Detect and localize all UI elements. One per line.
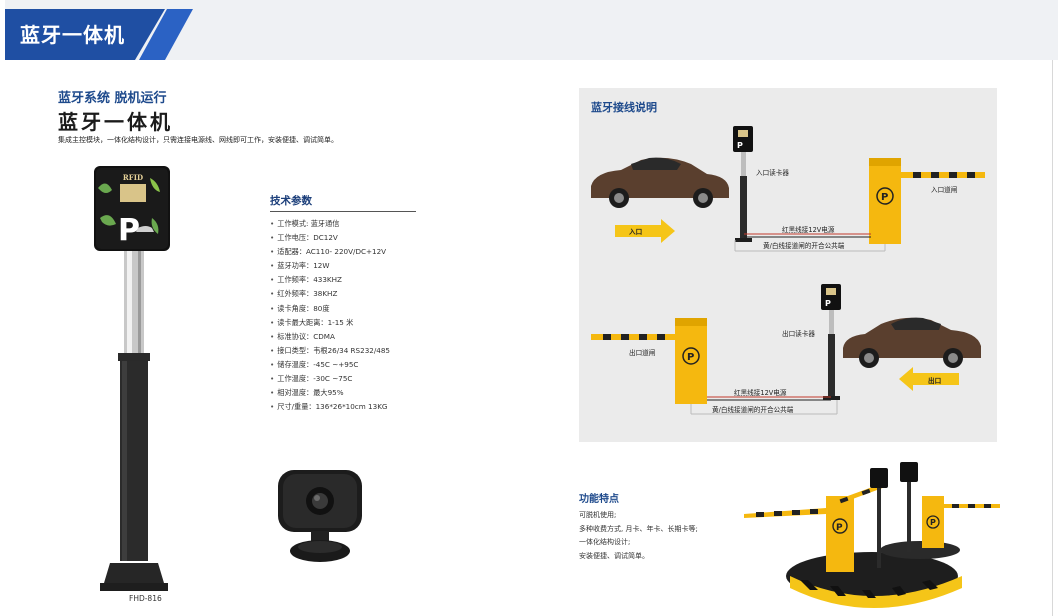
panel-brand-text: RFID bbox=[123, 173, 143, 182]
entry-power-label: 红黑线接12V电源 bbox=[782, 226, 835, 234]
spec-item: •工作温度：-30C ~75C bbox=[270, 374, 353, 384]
entry-signal-label: 黄/白线接道闸的开合公共端 bbox=[763, 242, 845, 250]
product-subtitle: 蓝牙系统 脱机运行 bbox=[58, 91, 167, 106]
svg-text:P: P bbox=[836, 523, 843, 533]
exit-car-image bbox=[843, 317, 981, 368]
spec-item: •尺寸/重量：136*26*10cm 13KG bbox=[270, 402, 388, 412]
exit-reader-label: 出口读卡器 bbox=[782, 330, 815, 338]
specs-title: 技术参数 bbox=[270, 195, 312, 207]
spec-item: •接口类型：韦根26/34 RS232/485 bbox=[270, 345, 390, 355]
entry-gate-icon: P bbox=[869, 158, 985, 244]
right-divider bbox=[1052, 60, 1053, 616]
sensor-image bbox=[278, 470, 362, 562]
exit-gate-label: 出口道闸 bbox=[629, 349, 656, 357]
exit-arrow-label: 出口 bbox=[928, 377, 942, 385]
spec-item: •相对温度：最大95% bbox=[270, 388, 344, 398]
svg-text:P: P bbox=[687, 352, 694, 363]
entry-arrow-label: 入口 bbox=[629, 228, 643, 236]
page-title: 蓝牙一体机 bbox=[20, 23, 125, 47]
exit-gate-icon: P bbox=[591, 318, 707, 404]
product-title: 蓝牙一体机 bbox=[58, 110, 173, 134]
exit-arrow bbox=[899, 367, 959, 391]
spec-item: •读卡最大距离：1-15 米 bbox=[270, 317, 354, 327]
spec-item: •工作频率：433KHZ bbox=[270, 275, 342, 285]
entry-arrow bbox=[615, 219, 675, 243]
entry-car-image bbox=[591, 157, 729, 208]
svg-text:P: P bbox=[930, 518, 936, 527]
wiring-title: 蓝牙接线说明 bbox=[591, 101, 657, 114]
spec-item: •工作模式: 蓝牙通信 bbox=[270, 219, 340, 228]
features-title: 功能特点 bbox=[579, 494, 619, 505]
spec-item: •红外频率：38KHZ bbox=[270, 289, 338, 299]
exit-power-label: 红黑线接12V电源 bbox=[734, 389, 787, 397]
features-list: 可脱机使用; 多种收费方式, 月卡、年卡、长期卡等; 一体化结构设计; 安装便捷… bbox=[579, 509, 698, 563]
device-model-caption: FHD-816 bbox=[129, 594, 162, 603]
specs-divider bbox=[270, 211, 416, 212]
spec-item: •储存温度：-45C ~+95C bbox=[270, 359, 359, 369]
spec-item: •蓝牙功率：12W bbox=[270, 261, 330, 271]
panel-symbol-text: P bbox=[118, 213, 140, 248]
entry-gate-label: 入口道闸 bbox=[931, 186, 958, 194]
feature-item: 可脱机使用; bbox=[579, 511, 617, 519]
parking-island-image: P P bbox=[744, 462, 1000, 608]
entry-reader-label: 入口读卡器 bbox=[756, 169, 789, 177]
entry-reader-icon bbox=[733, 126, 753, 152]
header-tab bbox=[5, 9, 193, 60]
exit-signal-label: 黄/白线接道闸的开合公共端 bbox=[712, 406, 794, 414]
specs-list: •工作模式: 蓝牙通信 •工作电压：DC12V •适配器：AC110- 220V… bbox=[270, 217, 390, 414]
feature-item: 安装便捷、调试简单。 bbox=[579, 551, 649, 560]
feature-item: 一体化结构设计; bbox=[579, 538, 631, 546]
svg-text:P: P bbox=[881, 192, 888, 203]
spec-item: •标准协议：CDMA bbox=[270, 331, 335, 341]
exit-reader-icon bbox=[821, 284, 841, 310]
svg-text:P: P bbox=[825, 299, 831, 308]
device-image: RFID P bbox=[94, 166, 170, 591]
spec-item: •适配器：AC110- 220V/DC+12V bbox=[270, 247, 387, 257]
wiring-diagram: P P P P bbox=[591, 126, 985, 415]
svg-text:P: P bbox=[737, 141, 743, 150]
spec-item: •工作电压：DC12V bbox=[270, 233, 338, 243]
spec-item: •读卡角度：80度 bbox=[270, 303, 330, 313]
feature-item: 多种收费方式, 月卡、年卡、长期卡等; bbox=[579, 524, 698, 533]
product-intro: 集成主控模块，一体化结构设计，只需连接电源线、网线即可工作，安装便捷、调试简单。 bbox=[58, 136, 338, 144]
